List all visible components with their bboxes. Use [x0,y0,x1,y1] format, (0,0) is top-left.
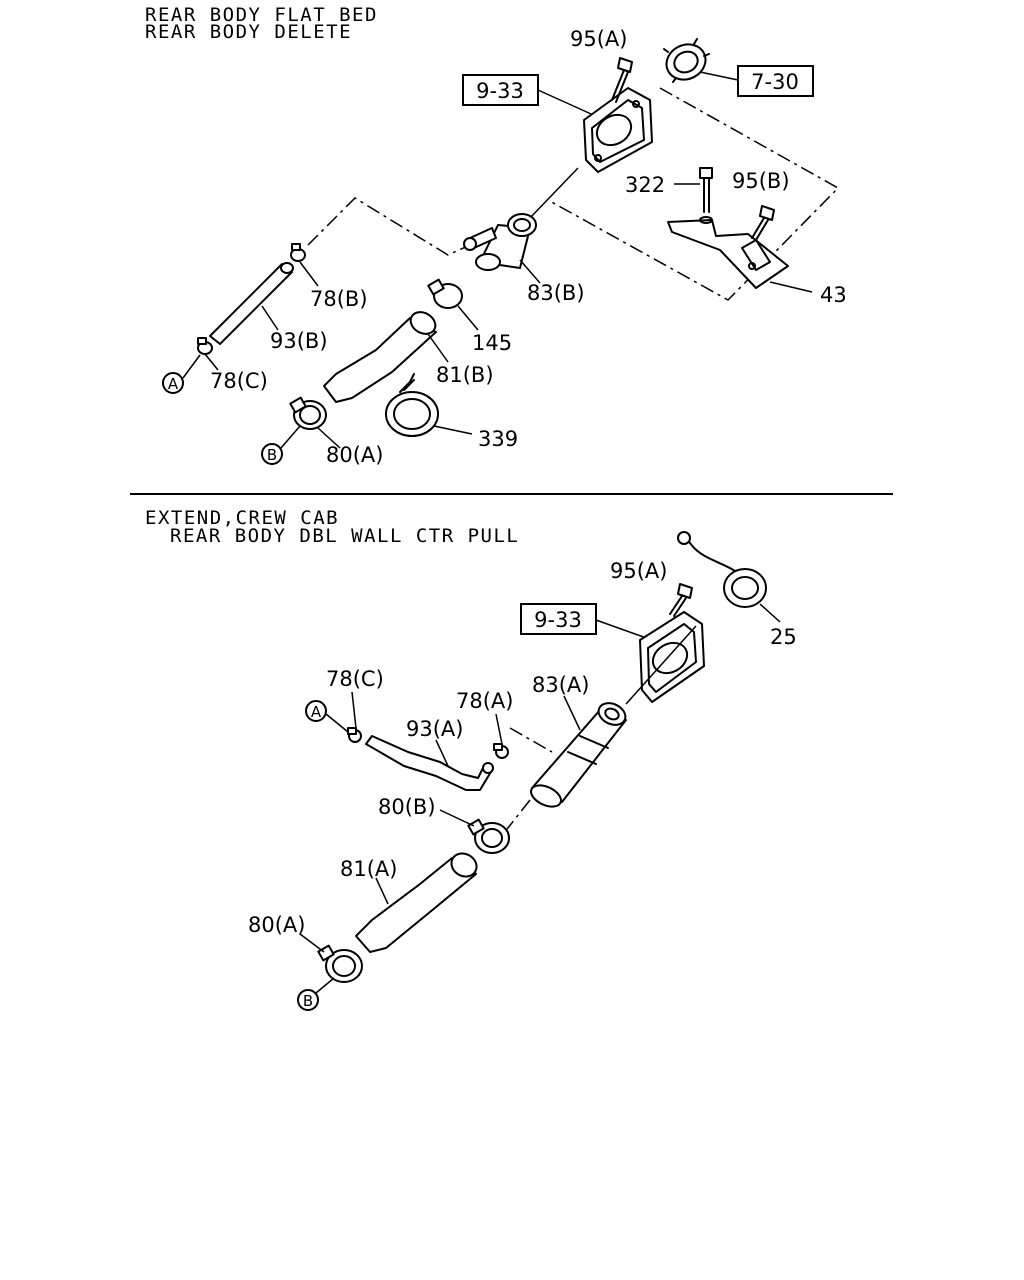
ref-box-9-33[interactable]: 9-33 [462,74,539,106]
section2-header-line1: EXTEND,CREW CAB [145,507,339,529]
ref-box-7-30[interactable]: 7-30 [737,65,814,97]
filler-neck-83b-part [463,213,537,271]
marker-a-2-label: A [311,703,322,721]
label-95a-2: 95(A) [610,559,667,583]
clamp-145-part [427,278,463,309]
band-339-part [385,373,439,437]
label-93a: 93(A) [406,717,463,741]
label-81b: 81(B) [436,363,494,387]
clamp-78c-2-part [347,727,362,743]
label-95a: 95(A) [570,27,627,51]
bolt-322-part [699,167,713,224]
hose-81b-part [323,311,437,403]
label-81a: 81(A) [340,857,397,881]
fuel-cap-25-part [677,531,767,608]
filler-housing-2-part [639,611,705,703]
clamp-78a-part [493,743,509,759]
label-43: 43 [820,283,847,307]
label-78b: 78(B) [310,287,368,311]
label-145: 145 [472,331,512,355]
ref-box-9-33-2[interactable]: 9-33 [520,603,597,635]
label-25: 25 [770,625,797,649]
bolt-95a-2-part [669,583,693,617]
clamp-80a-part [289,396,327,430]
label-95b: 95(B) [732,169,790,193]
section1-header-line1: REAR BODY FLAT BED [145,4,378,26]
filler-neck-83a-part [530,702,627,808]
label-80b: 80(B) [378,795,436,819]
label-322: 322 [625,173,665,197]
marker-b-2-label: B [303,992,313,1010]
filler-housing-part [583,87,653,173]
marker-b-label: B [267,446,277,464]
tube-93b-part [209,262,294,345]
label-78a: 78(A) [456,689,513,713]
label-78c: 78(C) [210,369,268,393]
bolt-95a-part [611,57,633,103]
section1-header-line2: REAR BODY DELETE [145,21,352,43]
marker-b: B [261,443,283,465]
label-339: 339 [478,427,518,451]
clamp-78c-part [197,337,213,355]
label-78c-2: 78(C) [326,667,384,691]
clamp-80b-part [467,818,510,854]
section2-header-line2: REAR BODY DBL WALL CTR PULL [170,525,519,547]
label-80a-2: 80(A) [248,913,305,937]
marker-a-label: A [168,375,179,393]
tube-93a-part [365,735,494,791]
label-80a: 80(A) [326,443,383,467]
ref-box-7-30-label: 7-30 [751,70,799,94]
ref-box-9-33-label: 9-33 [476,79,524,103]
bracket-43-part [667,219,789,289]
bolt-95b-part [751,205,775,241]
hose-81a-part [355,852,478,953]
marker-a-2: A [305,700,327,722]
label-83b: 83(B) [527,281,585,305]
ref-box-9-33-2-label: 9-33 [534,608,582,632]
clamp-78b-part [290,243,306,262]
section-1: REAR BODY FLAT BED REAR BODY DELETE 9-33… [145,4,847,467]
label-83a: 83(A) [532,673,589,697]
marker-b-2: B [297,989,319,1011]
clamp-80a-2-part [317,944,363,983]
label-93b: 93(B) [270,329,328,353]
marker-a: A [162,372,184,394]
fuel-cap-part [663,38,710,83]
section-2: EXTEND,CREW CAB REAR BODY DBL WALL CTR P… [145,507,797,1011]
